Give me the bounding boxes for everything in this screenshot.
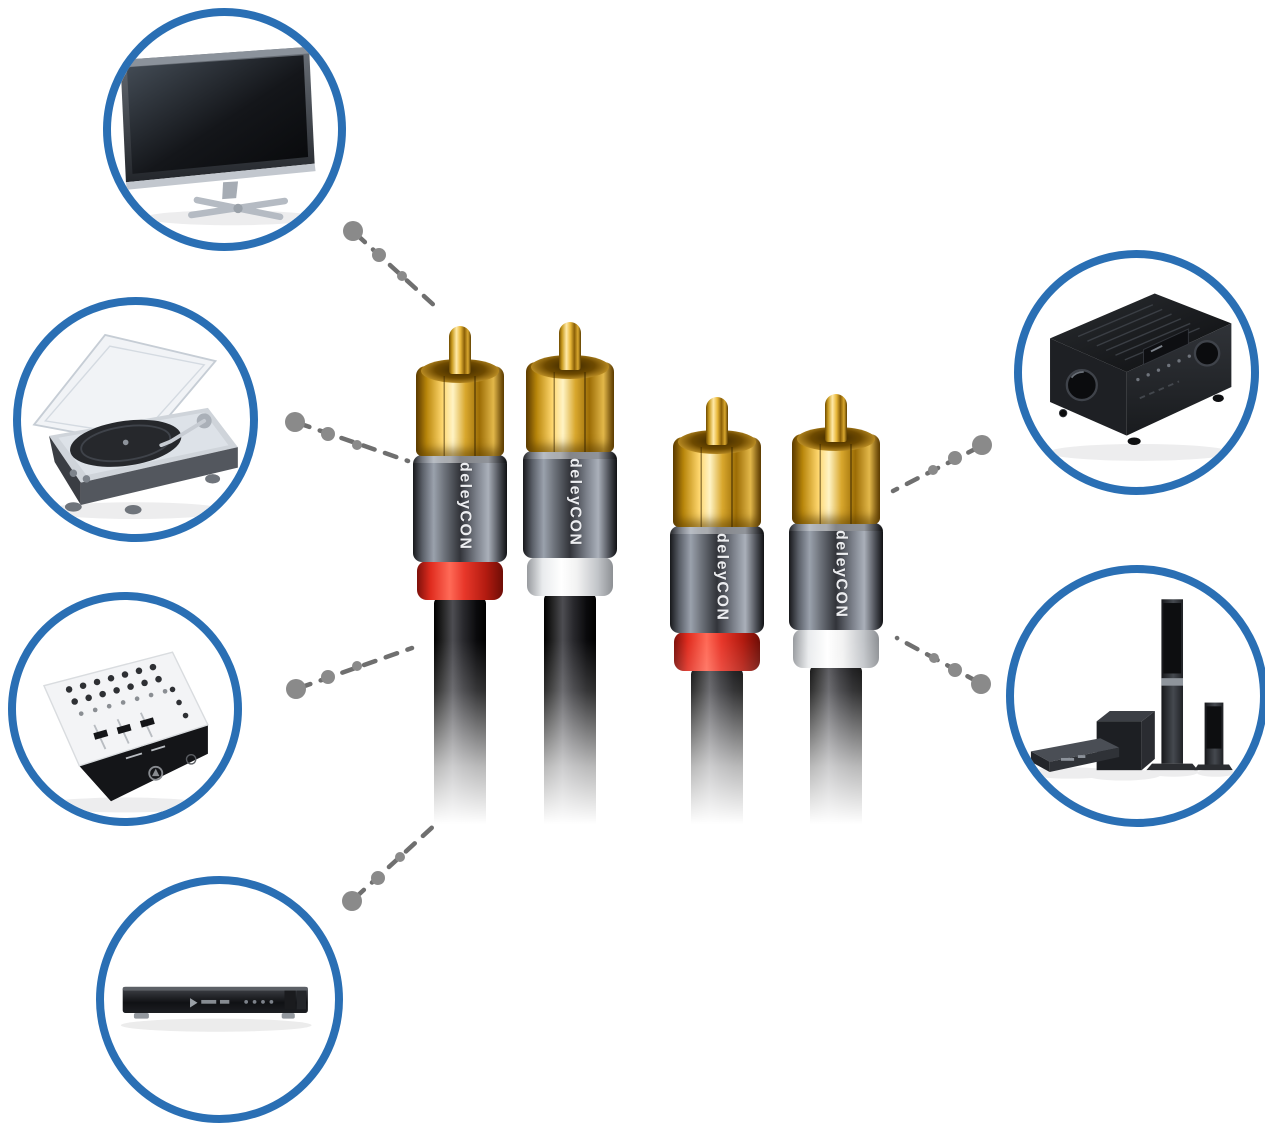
plug-ring-red: [674, 632, 760, 671]
plug-ring-white: [527, 557, 613, 596]
plug-ring-red: [417, 561, 503, 600]
device-circle-tv: [103, 8, 346, 251]
brand-label: deleyCON: [566, 458, 584, 547]
plug-barrel: deleyCON: [670, 526, 764, 633]
device-circle-turntable: [13, 297, 258, 542]
brand-label: deleyCON: [713, 533, 731, 622]
connector-turntable: [285, 412, 411, 464]
device-circle-home-theater: [1006, 565, 1265, 827]
cable: [810, 666, 862, 846]
plug-gold-collar: [792, 427, 880, 524]
cable: [434, 598, 486, 838]
av-receiver-icon: [1048, 293, 1232, 461]
plug-barrel: deleyCON: [789, 523, 883, 630]
connector-dvd: [342, 820, 440, 911]
home-theater-icon: [1025, 599, 1235, 781]
plug-barrel: deleyCON: [523, 451, 617, 558]
connector-receiver: [890, 435, 992, 494]
dj-mixer-icon: [42, 651, 209, 813]
brand-label: deleyCON: [456, 462, 474, 551]
device-circle-receiver: [1014, 250, 1259, 495]
brand-label: deleyCON: [832, 530, 850, 619]
turntable-icon: [32, 333, 238, 520]
plug-pin: [706, 397, 728, 445]
plug-gold-collar: [673, 430, 761, 527]
cable: [691, 669, 743, 849]
plug-pin: [449, 326, 471, 374]
connector-home-theater: [894, 635, 991, 694]
plug-pin: [825, 394, 847, 442]
dvd-player-icon: [120, 986, 312, 1032]
cable: [544, 594, 596, 834]
connector-mixer: [286, 645, 415, 699]
plug-ring-white: [793, 629, 879, 668]
connector-tv: [343, 221, 440, 311]
plug-barrel: deleyCON: [413, 455, 507, 562]
plug-pin: [559, 322, 581, 370]
tv-icon: [120, 46, 317, 226]
device-circle-mixer: [8, 592, 242, 826]
plug-gold-collar: [416, 359, 504, 456]
device-circle-dvd: [96, 876, 343, 1123]
plug-gold-collar: [526, 355, 614, 452]
